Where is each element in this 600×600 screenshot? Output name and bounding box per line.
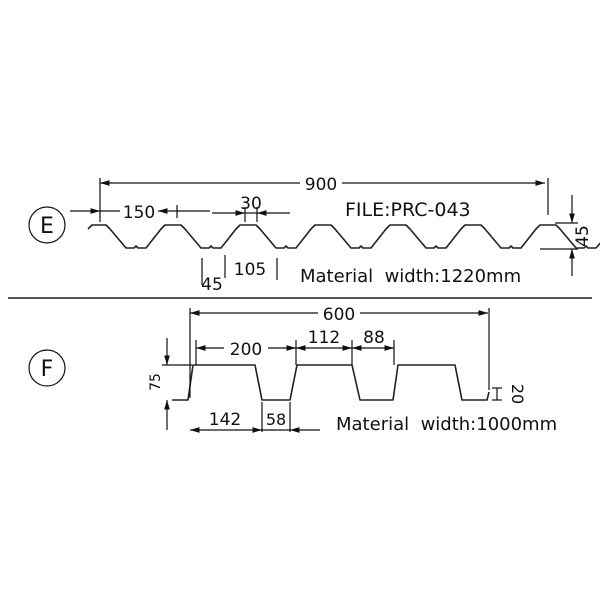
section-f-label: F	[41, 357, 54, 382]
dim-f-rib: 200	[230, 340, 262, 360]
dim-f-gap: 58	[266, 410, 286, 429]
material-width-f: Material width:1000mm	[336, 414, 557, 435]
dim-f-a: 112	[308, 328, 340, 348]
dim-e-valley: 45	[201, 275, 223, 295]
dim-e-total: 900	[305, 175, 337, 195]
dim-e-top: 30	[240, 194, 262, 214]
dim-e-height: 45	[573, 225, 593, 247]
dim-e-pitch: 150	[123, 203, 155, 223]
section-f-marker	[28, 349, 66, 387]
material-width-e: Material width:1220mm	[300, 266, 521, 287]
dim-f-lip: 20	[508, 384, 527, 404]
section-e: E 900 150 30 45 105 FILE:PRC-043 Materia…	[28, 172, 600, 295]
dim-f-height: 75	[148, 373, 164, 391]
section-f: F 600 200 112 88 75 142 58	[28, 303, 557, 435]
dim-f-top: 142	[209, 410, 241, 430]
dim-e-slope: 105	[234, 260, 266, 280]
dim-f-total: 600	[323, 305, 355, 325]
section-e-label: E	[40, 214, 54, 239]
dim-f-b: 88	[363, 328, 385, 348]
profile-e-outline	[87, 224, 600, 249]
profile-f-outline	[172, 364, 490, 401]
file-label: FILE:PRC-043	[345, 199, 471, 221]
section-e-marker	[28, 206, 66, 244]
